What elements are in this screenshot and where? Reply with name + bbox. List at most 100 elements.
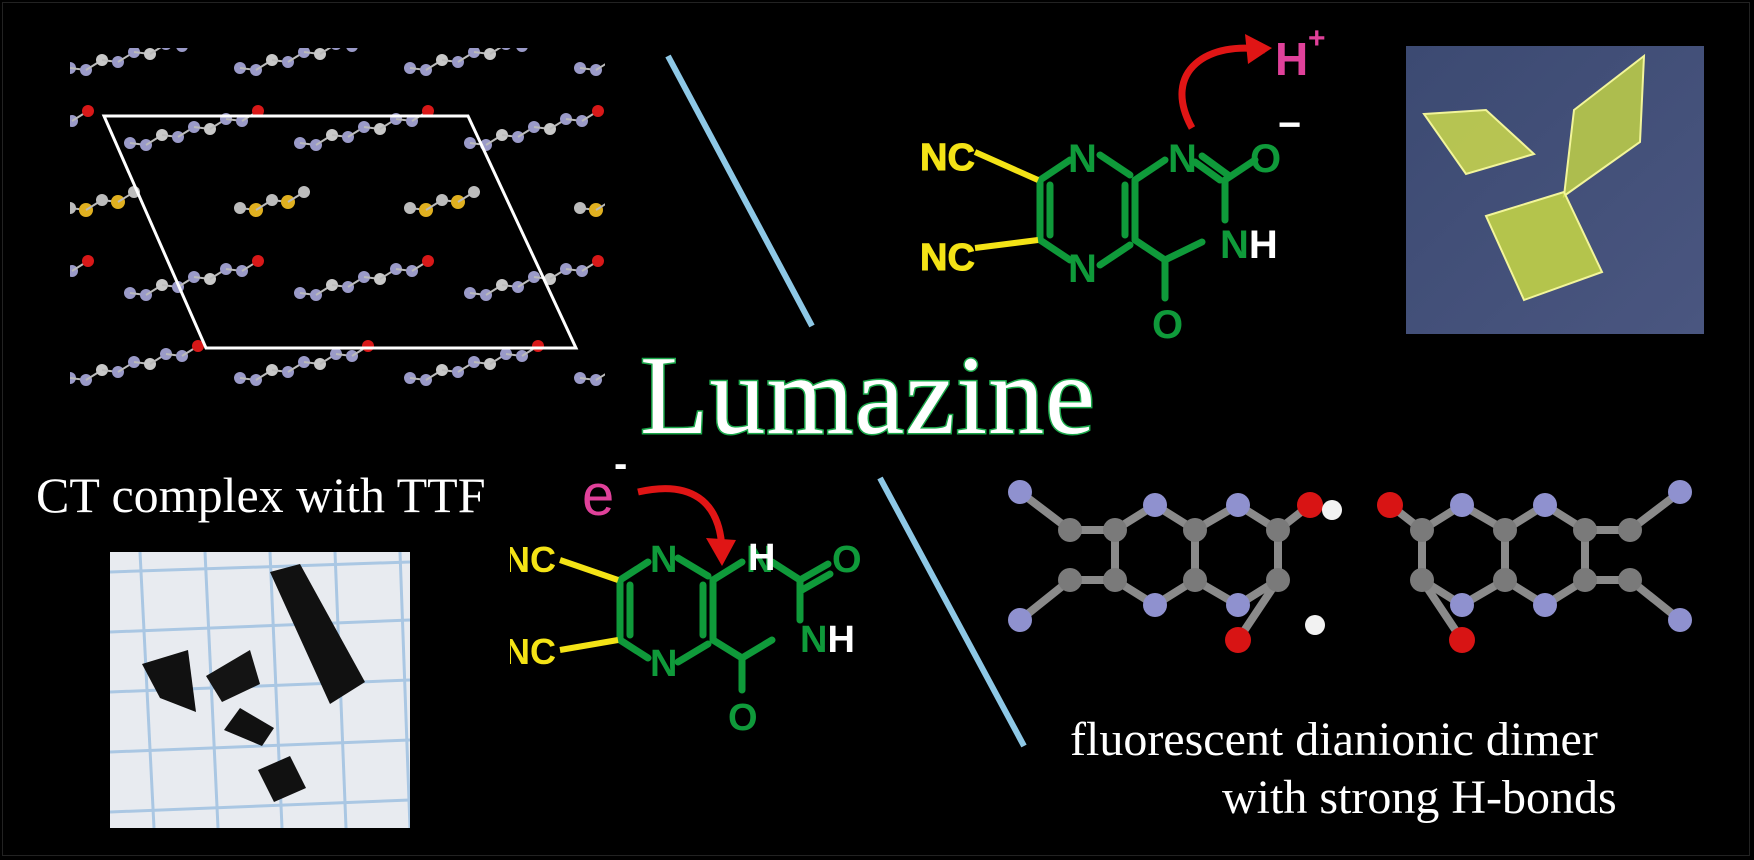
lower-n2: N <box>650 643 677 685</box>
black-crystal-5 <box>258 756 306 802</box>
dimer-atom <box>1410 568 1434 592</box>
lower-n1: N <box>650 540 677 581</box>
electron-label: e <box>582 463 615 528</box>
packing-atom <box>82 105 94 117</box>
lower-nc-top: NC <box>510 540 556 580</box>
dimer-atom <box>1226 493 1250 517</box>
packing-molecules <box>70 48 605 386</box>
black-crystal-4 <box>224 708 274 746</box>
packing-atom <box>468 186 480 198</box>
packing-atom <box>422 105 434 117</box>
black-crystals-photo <box>110 552 410 828</box>
upper-o-anion: O <box>1250 137 1281 181</box>
dimer-atom <box>1297 492 1323 518</box>
proton-arrow <box>1178 44 1266 130</box>
dimer-atom <box>1183 568 1207 592</box>
lower-h-top: H <box>748 540 775 579</box>
electron-arrow <box>637 485 736 566</box>
dimer-atom <box>1008 480 1032 504</box>
upper-o-carbonyl: O <box>1152 303 1183 347</box>
dimer-atom <box>1493 568 1517 592</box>
upper-nh: NH <box>1220 223 1278 267</box>
dimer-atom <box>1493 518 1517 542</box>
black-crystal-1 <box>270 564 365 704</box>
lower-nh: NH <box>800 619 855 661</box>
ct-complex-caption: CT complex with TTF <box>36 467 486 523</box>
proton-sup: + <box>1308 22 1326 55</box>
dimer-atom <box>1377 492 1403 518</box>
packing-atom <box>592 105 604 117</box>
upper-n3: N <box>1168 137 1197 181</box>
black-crystal-2 <box>142 650 196 712</box>
packing-atom <box>516 48 528 52</box>
dimer-atom <box>1668 608 1692 632</box>
lower-nc-bottom: NC <box>510 631 556 672</box>
packing-atom <box>346 48 358 52</box>
black-crystal-3 <box>206 650 260 702</box>
dimer-hydrogen <box>1322 500 1342 520</box>
dimer-atom <box>1226 593 1250 617</box>
dimer-atom <box>1183 518 1207 542</box>
dimer-atom <box>1533 493 1557 517</box>
lower-o-right: O <box>832 540 862 581</box>
lower-n3: N <box>746 540 773 581</box>
upper-nc-top: NC <box>920 137 975 179</box>
upper-n2: N <box>1068 247 1097 291</box>
dimer-hydrogen <box>1305 615 1325 635</box>
packing-atom <box>192 340 204 352</box>
dimer-atom <box>1143 593 1167 617</box>
dimer-atom <box>1450 593 1474 617</box>
divider-lower <box>877 476 1027 748</box>
yellow-crystals-photo <box>1406 46 1704 334</box>
crystal-packing-image <box>70 48 605 428</box>
packing-atom <box>331 48 341 50</box>
dimer-atom <box>1533 593 1557 617</box>
dimer-atom <box>1449 627 1475 653</box>
unit-cell-outline <box>101 114 579 350</box>
dimer-atom <box>1058 518 1082 542</box>
packing-atom <box>422 255 434 267</box>
divider-upper <box>665 54 815 328</box>
packing-atom <box>82 255 94 267</box>
dimer-atom <box>1143 493 1167 517</box>
packing-atom <box>592 255 604 267</box>
dimer-atom <box>1058 568 1082 592</box>
crystal-1 <box>1422 108 1536 176</box>
dimer-ball-stick-model <box>1008 480 1692 653</box>
dimer-atom <box>1618 518 1642 542</box>
upper-nc-bottom: NC <box>920 237 975 279</box>
dimer-atom <box>1573 518 1597 542</box>
dimer-atom <box>1008 608 1032 632</box>
upper-n1: N <box>1068 137 1097 181</box>
dimer-atom <box>1103 568 1127 592</box>
crystal-3 <box>1484 190 1604 302</box>
packing-atom <box>252 255 264 267</box>
dimer-atom <box>1618 568 1642 592</box>
dimer-atom <box>1410 518 1434 542</box>
packing-atom <box>252 105 264 117</box>
packing-atom <box>501 48 511 50</box>
upper-molecule-structure: NC NC N N N O − NH O H + <box>920 22 1326 347</box>
dimer-caption-line2: with strong H-bonds <box>1222 771 1617 824</box>
lower-o-bottom: O <box>728 697 758 739</box>
dimer-atom <box>1225 627 1251 653</box>
dimer-atom <box>1573 568 1597 592</box>
upper-charge: − <box>1278 103 1301 147</box>
electron-sup: - <box>614 442 628 486</box>
proton-arrowhead <box>1245 34 1272 64</box>
packing-atom <box>161 48 171 50</box>
dimer-caption-line1: fluorescent dianionic dimer <box>1070 713 1598 766</box>
proton-label: H <box>1275 33 1308 85</box>
packing-atom <box>176 48 188 52</box>
dimer-atom <box>1103 518 1127 542</box>
dimer-atom <box>1668 480 1692 504</box>
lower-molecule-structure: NC NC N N N H O NH O <box>510 540 862 739</box>
page-title: Lumazine <box>639 333 1097 460</box>
dimer-atom <box>1450 493 1474 517</box>
dimer-atom <box>1266 518 1290 542</box>
dimer-atom <box>1266 568 1290 592</box>
crystal-2 <box>1562 53 1646 199</box>
